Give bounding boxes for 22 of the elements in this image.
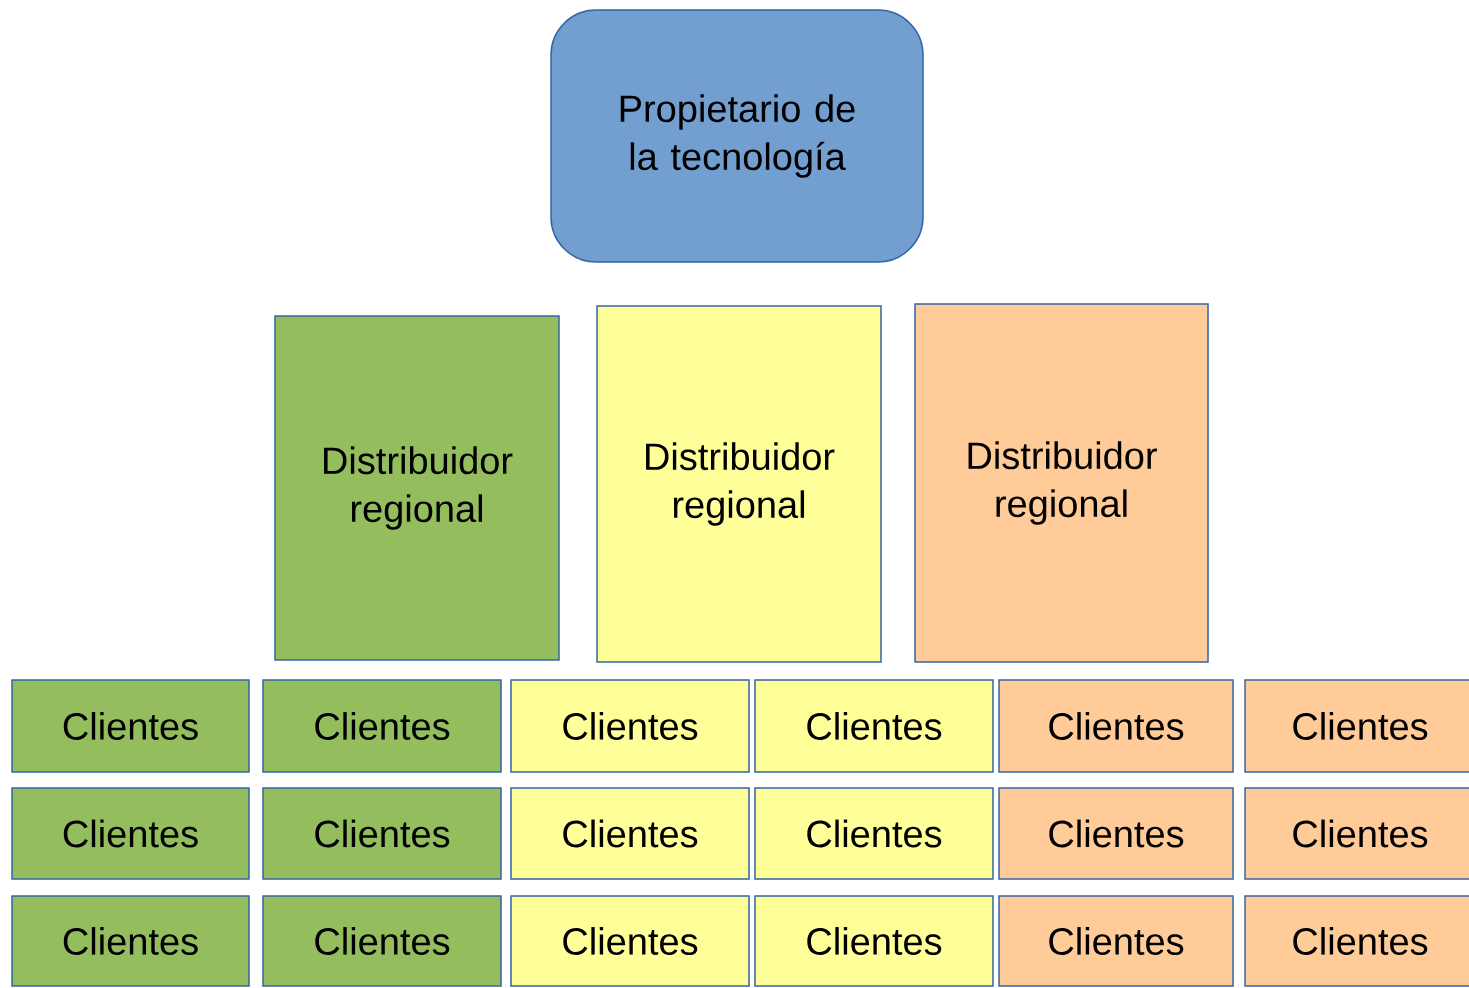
client-box: Clientes bbox=[754, 787, 994, 880]
client-box: Clientes bbox=[1244, 679, 1469, 773]
distributor-box: Distribuidor regional bbox=[596, 305, 882, 663]
client-box: Clientes bbox=[11, 679, 250, 773]
client-box: Clientes bbox=[262, 787, 502, 880]
client-box: Clientes bbox=[1244, 787, 1469, 880]
client-box: Clientes bbox=[510, 679, 750, 773]
client-box: Clientes bbox=[510, 895, 750, 987]
owner-box: Propietario de la tecnología bbox=[550, 9, 924, 263]
client-box: Clientes bbox=[998, 787, 1234, 880]
client-box: Clientes bbox=[262, 679, 502, 773]
client-box: Clientes bbox=[998, 679, 1234, 773]
client-box: Clientes bbox=[754, 895, 994, 987]
distributor-box: Distribuidor regional bbox=[914, 303, 1209, 663]
client-box: Clientes bbox=[754, 679, 994, 773]
distributor-box: Distribuidor regional bbox=[274, 315, 560, 661]
client-box: Clientes bbox=[262, 895, 502, 987]
client-box: Clientes bbox=[11, 787, 250, 880]
client-box: Clientes bbox=[11, 895, 250, 987]
client-box: Clientes bbox=[998, 895, 1234, 987]
client-box: Clientes bbox=[510, 787, 750, 880]
client-box: Clientes bbox=[1244, 895, 1469, 987]
